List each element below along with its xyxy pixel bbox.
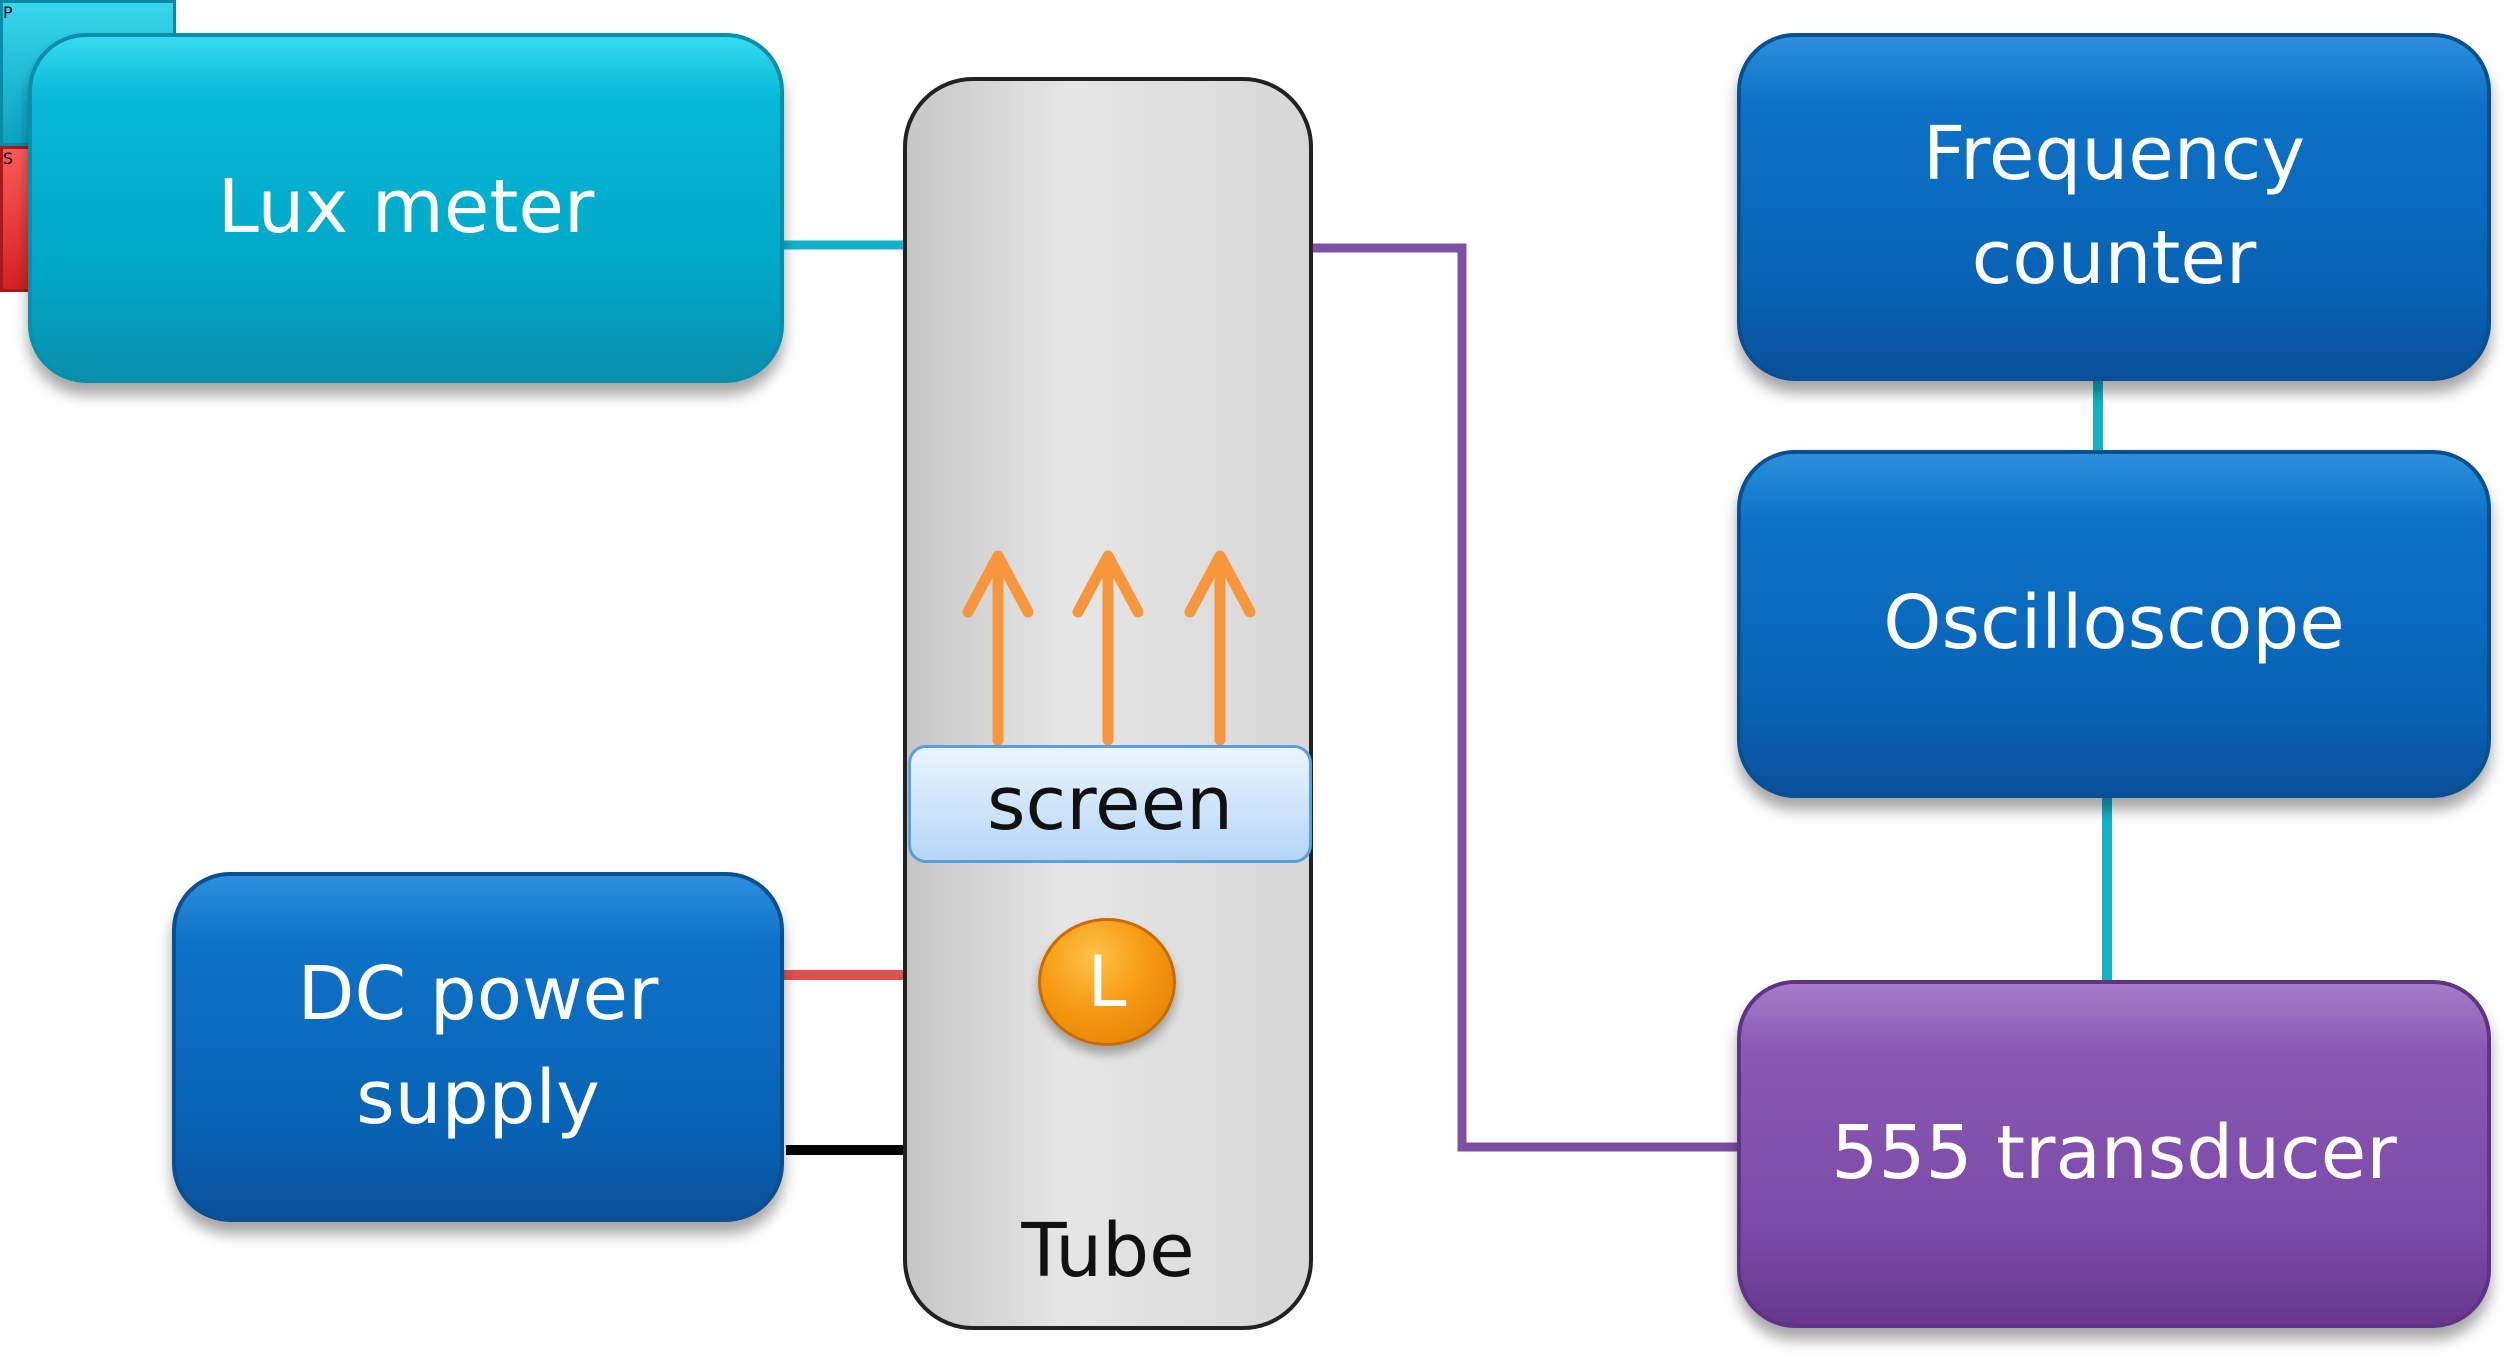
lux-meter-label: Lux meter xyxy=(217,164,595,251)
dc-power-supply-label-line1: DC power xyxy=(297,951,659,1038)
frequency-counter-label-line1: Frequency xyxy=(1922,111,2306,198)
frequency-counter-label-line2: counter xyxy=(1971,215,2257,301)
screen: screen xyxy=(908,745,1312,863)
dc-power-supply-label-line2: supply xyxy=(356,1055,600,1141)
wire-sound-sensor-to-555 xyxy=(1276,243,1740,1152)
light-arrow-icon xyxy=(962,550,1034,746)
transducer-555-box: 555 transducer xyxy=(1737,980,2491,1328)
tube-label: Tube xyxy=(1021,1208,1195,1294)
light-arrow-icon xyxy=(1184,550,1256,746)
frequency-counter-box: Frequency counter xyxy=(1737,33,2491,381)
dc-power-supply-box: DC power supply xyxy=(172,872,784,1222)
lamp: L xyxy=(1038,918,1176,1046)
transducer-555-label: 555 transducer xyxy=(1831,1110,2397,1197)
tube xyxy=(903,77,1313,1330)
oscilloscope-label: Oscilloscope xyxy=(1883,580,2345,667)
light-arrow-icon xyxy=(1072,550,1144,746)
oscilloscope-box: Oscilloscope xyxy=(1737,450,2491,798)
lux-meter-box: Lux meter xyxy=(28,33,784,383)
